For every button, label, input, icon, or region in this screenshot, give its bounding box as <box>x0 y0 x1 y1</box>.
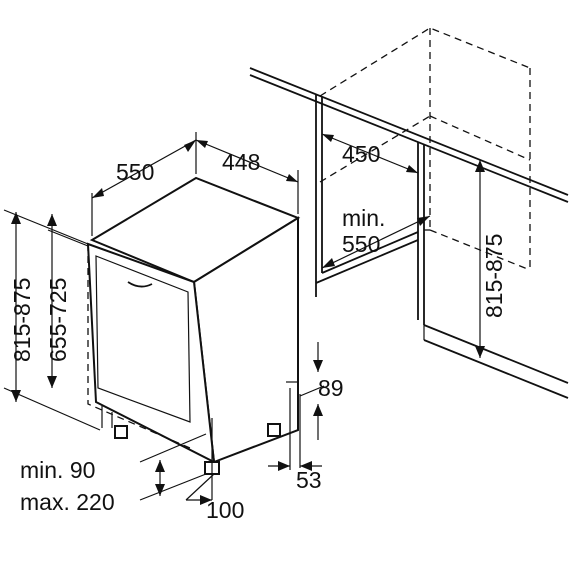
label-depth-448: 448 <box>222 149 260 175</box>
label-base-100: 100 <box>206 497 244 523</box>
label-niche-height: 815-875 <box>481 234 507 318</box>
door-handle <box>127 281 153 288</box>
label-width-550: 550 <box>116 159 154 185</box>
cabinet-niche <box>249 27 569 399</box>
label-plinth-89: 89 <box>318 375 344 401</box>
dimension-labels: 550 448 450 min. 550 815-875 815-875 655… <box>9 141 507 523</box>
label-min: min. <box>342 205 385 231</box>
label-plinth-min: min. 90 <box>20 457 95 483</box>
label-plinth-max: max. 220 <box>20 489 115 515</box>
label-niche-depth-450: 450 <box>342 141 380 167</box>
front-foot <box>114 425 128 439</box>
label-total-height: 815-875 <box>9 278 35 362</box>
label-niche-width-550: 550 <box>342 231 380 257</box>
dimension-lines <box>3 132 485 505</box>
label-plinth-53: 53 <box>296 467 322 493</box>
dishwasher-unit <box>86 176 301 475</box>
label-body-height: 655-725 <box>45 278 71 362</box>
rear-foot <box>267 423 281 437</box>
